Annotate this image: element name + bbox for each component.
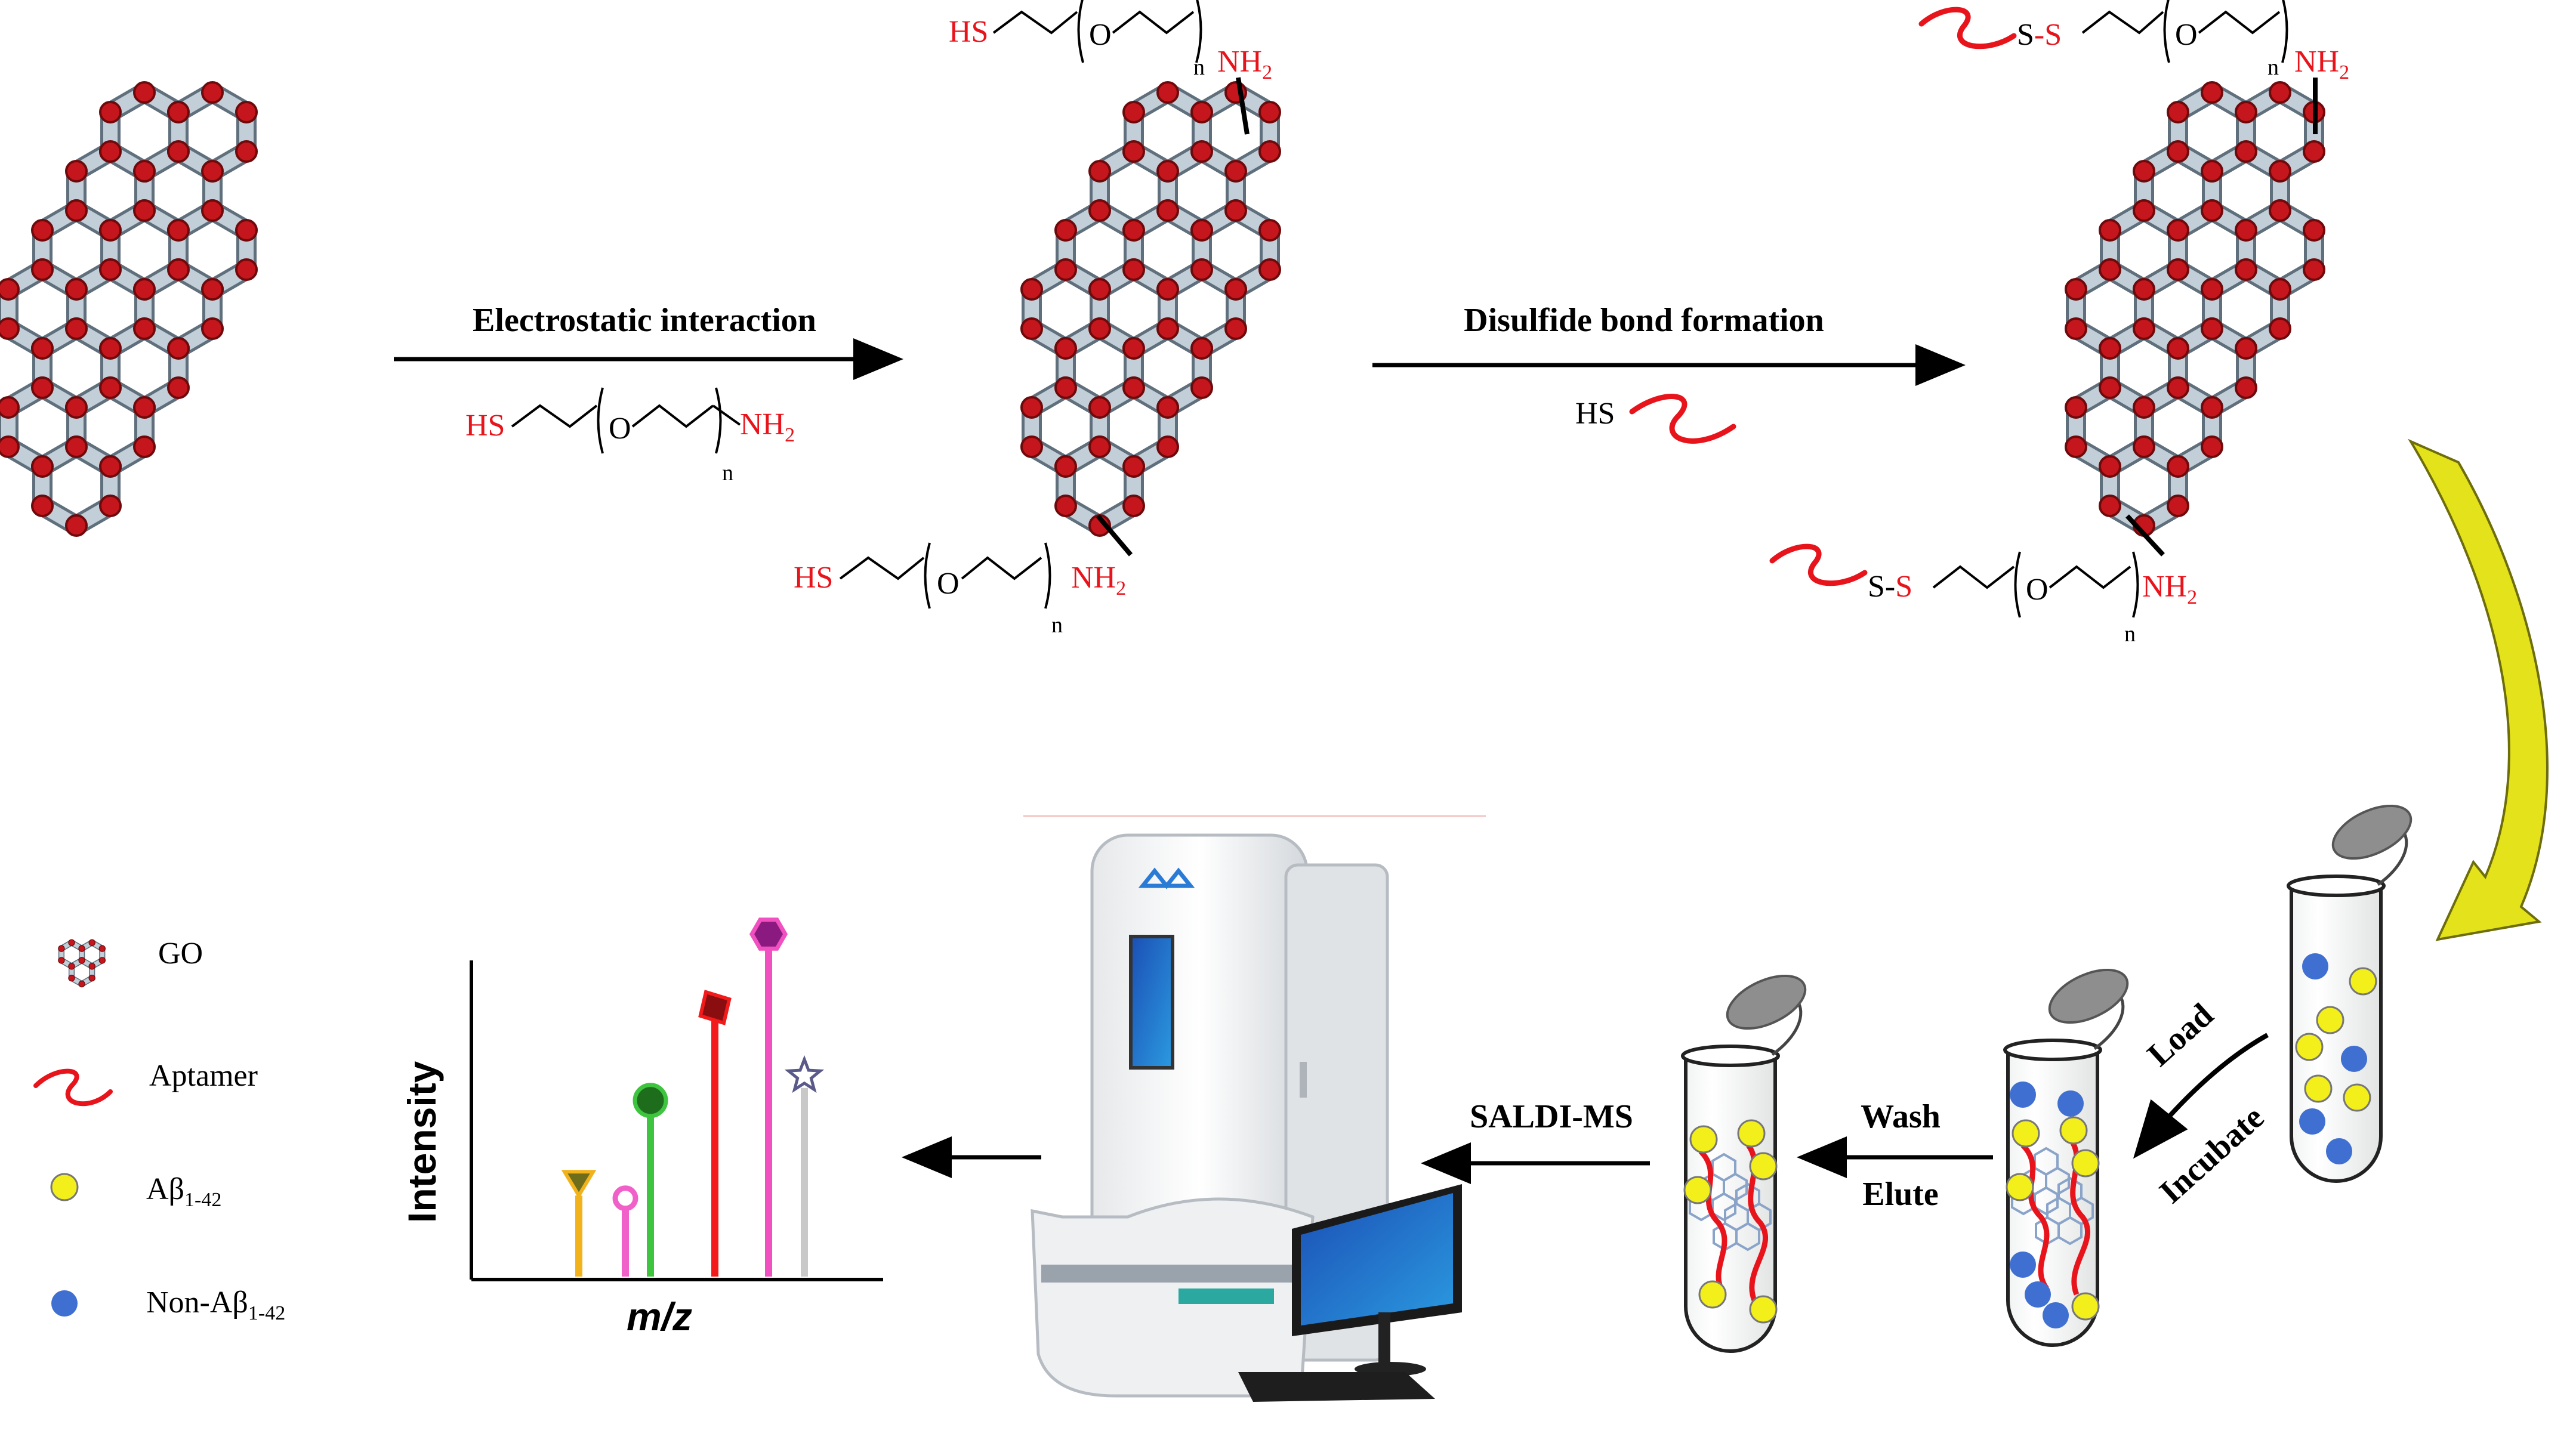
hs-text: HS <box>465 409 505 443</box>
saldi-ms-instrument <box>1023 815 1486 1402</box>
svg-text:O: O <box>2026 573 2049 607</box>
spectrum-marker-6 <box>784 1055 825 1093</box>
oxygen-text: O <box>609 412 631 446</box>
spectrum-ylabel: Intensity <box>400 1061 444 1223</box>
spectrum-marker-3 <box>633 1083 668 1118</box>
thiol-aptamer-text: HS <box>1575 397 1615 431</box>
aptamer-squiggle <box>1629 394 1736 444</box>
svg-text:S-S: S-S <box>2017 18 2062 52</box>
go-sheet-3 <box>2066 82 2324 536</box>
linker-bottom-2: HS O n NH2 <box>794 514 1133 638</box>
linker-formula-1: HS O NH2 n <box>465 387 795 486</box>
step1-arrow: Electrostatic interaction <box>394 302 903 380</box>
wash-label: Wash <box>1861 1098 1941 1135</box>
mass-spectrum: Intensity m/z <box>400 917 883 1339</box>
step2-label: Disulfide bond formation <box>1464 302 1824 339</box>
legend-abeta-label: Aβ1-42 <box>146 1172 221 1211</box>
svg-text:S-S: S-S <box>1868 570 1912 604</box>
elute-label: Elute <box>1862 1176 1939 1213</box>
tube-bound <box>2005 957 2137 1345</box>
svg-text:HS: HS <box>794 561 833 595</box>
spectrum-marker-2 <box>612 1185 638 1212</box>
svg-text:n: n <box>2268 55 2279 80</box>
svg-text:O: O <box>2175 18 2198 52</box>
legend-aptamer-icon <box>33 1068 113 1107</box>
svg-text:NH2: NH2 <box>1217 45 1272 84</box>
spectrum-peaks <box>561 917 825 1277</box>
legend-aptamer-label: Aptamer <box>149 1059 258 1093</box>
svg-text:NH2: NH2 <box>2294 45 2349 84</box>
transfer-curve-arrow <box>2408 438 2549 941</box>
legend-nonabeta-dot <box>51 1290 78 1317</box>
spectrum-marker-4 <box>698 990 732 1025</box>
spectrum-marker-5 <box>749 917 788 951</box>
spectrum-marker-1 <box>561 1170 597 1200</box>
load-label: Load <box>2140 996 2220 1073</box>
svg-text:NH2: NH2 <box>2142 570 2197 608</box>
legend-abeta-dot <box>50 1173 79 1201</box>
spectrum-xlabel: m/z <box>627 1294 692 1339</box>
svg-text:n: n <box>2124 622 2136 647</box>
svg-text:HS: HS <box>949 15 988 49</box>
linker-top-2: HS O n NH2 <box>949 0 1272 135</box>
step1-label: Electrostatic interaction <box>473 302 816 339</box>
svg-text:n: n <box>1051 613 1063 638</box>
svg-text:n: n <box>1193 55 1205 80</box>
legend: GO Aptamer Aβ1-42 Non-Aβ1-42 <box>33 937 285 1324</box>
saldi-arrow: SALDI-MS <box>1421 1098 1650 1184</box>
nh2-text: NH2 <box>740 407 795 446</box>
tube-eluted <box>1683 963 1815 1351</box>
go-sheet-2 <box>1022 82 1280 536</box>
tube-sample <box>2288 793 2420 1181</box>
legend-go-icon <box>58 940 106 987</box>
legend-go-label: GO <box>158 937 203 971</box>
keyboard <box>1238 1372 1435 1402</box>
step2-arrow: Disulfide bond formation HS <box>1372 302 1966 444</box>
aptamer-linker-bottom: S-S O n NH2 <box>1769 514 2197 647</box>
instrument-screen <box>1129 935 1174 1070</box>
go-sheet-1 <box>0 82 257 536</box>
monitor-screen <box>1301 1193 1453 1325</box>
instrument-logo <box>1138 867 1195 889</box>
svg-text:NH2: NH2 <box>1071 561 1126 600</box>
legend-nonabeta-label: Non-Aβ1-42 <box>146 1286 285 1324</box>
load-incubate-arrow: Load Incubate <box>2133 996 2271 1211</box>
svg-text:O: O <box>1089 18 1112 52</box>
wash-elute-arrow: Wash Elute <box>1797 1098 1993 1213</box>
aptamer-linker-top: S-S O n NH2 <box>1918 0 2349 134</box>
svg-text:O: O <box>937 567 960 601</box>
saldi-label: SALDI-MS <box>1470 1098 1633 1135</box>
n-subscript: n <box>722 461 733 486</box>
